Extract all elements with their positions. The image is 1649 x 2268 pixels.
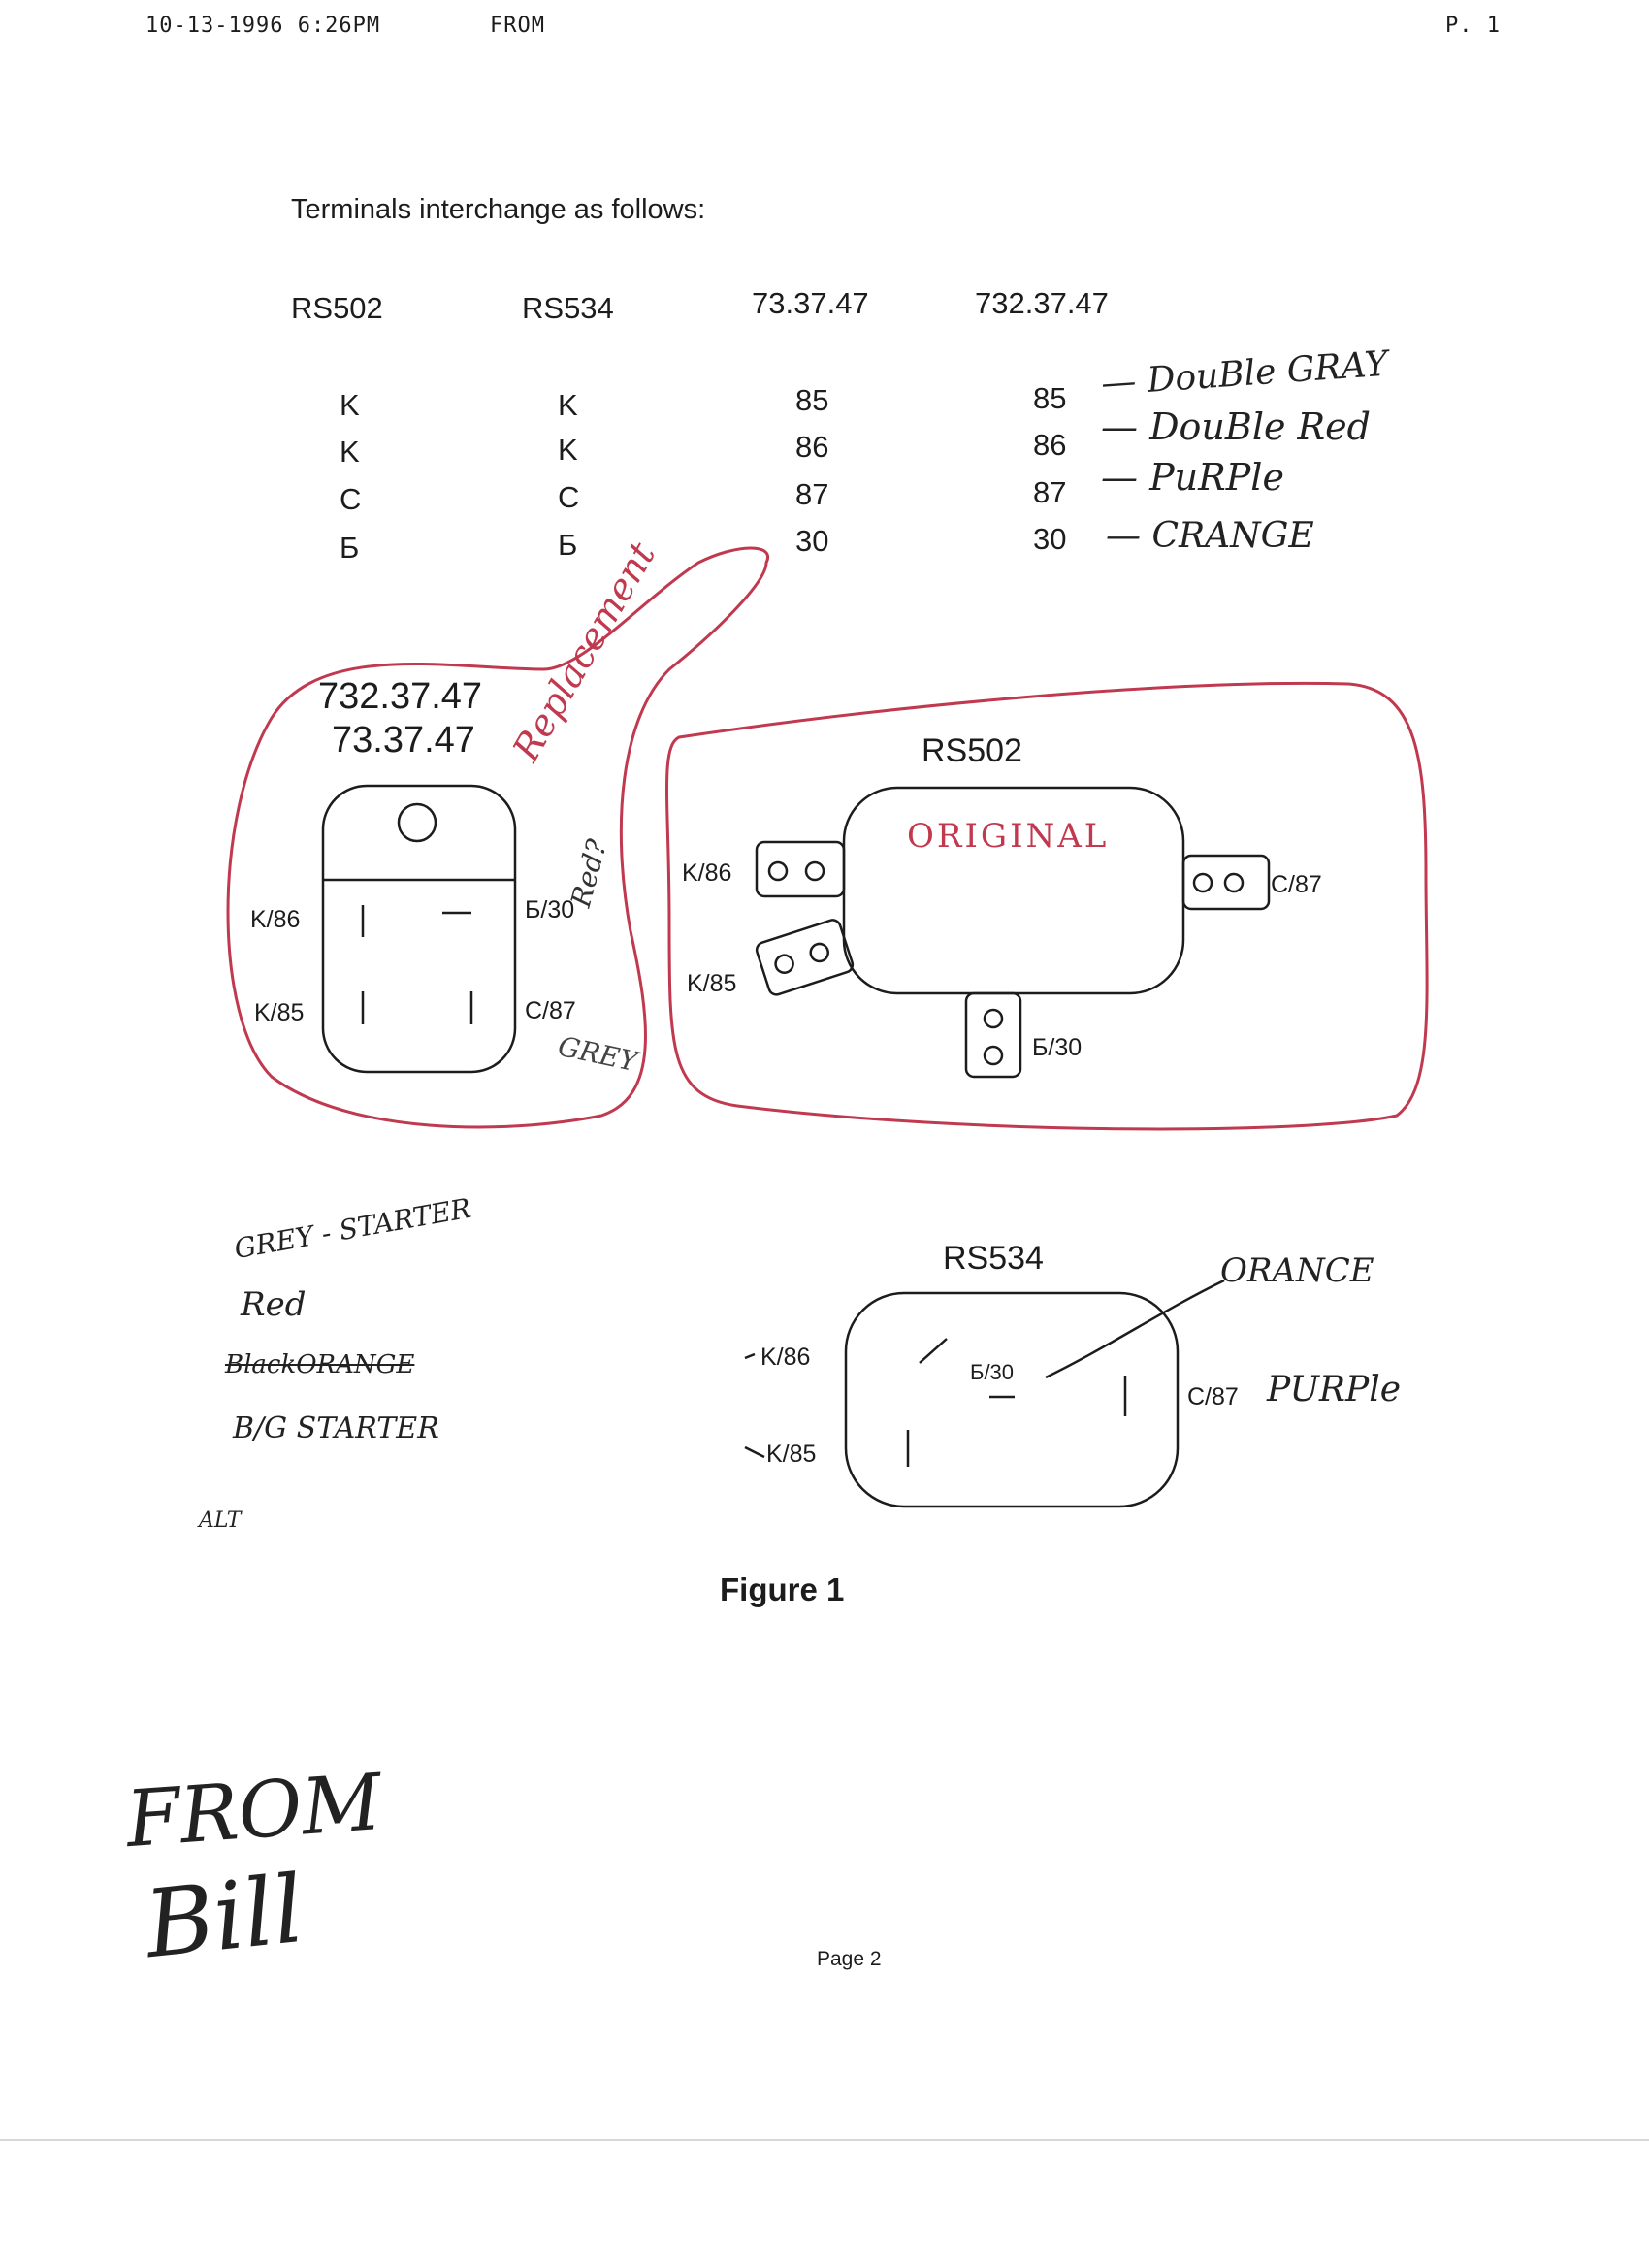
cell: 86 (1033, 428, 1067, 462)
figure-caption: Figure 1 (720, 1571, 845, 1607)
pin-label-k86: K/86 (760, 1344, 811, 1371)
side-note: Red (241, 1285, 307, 1324)
rs502-title: RS502 (922, 732, 1022, 769)
replacement-title-2: 73.37.47 (332, 720, 475, 761)
rs534-title: RS534 (943, 1240, 1044, 1277)
handwritten-note: — CRANGE (1106, 516, 1314, 556)
cell: K (558, 388, 578, 422)
fax-from: FROM (490, 14, 545, 38)
pin-label-b30: Б/30 (970, 1360, 1015, 1384)
col-header-rs534: RS534 (522, 291, 614, 325)
replacement-circle (226, 546, 770, 1129)
original-box (665, 681, 1429, 1131)
cell: 30 (1033, 522, 1067, 556)
handwritten-note: — DouBle Red (1101, 405, 1371, 448)
note-orange: ORANCE (1220, 1251, 1374, 1290)
original-annotation: ORIGINAL (907, 817, 1110, 856)
cell: 30 (795, 524, 829, 558)
rs502-relay (755, 786, 1271, 1079)
cell: Б (558, 528, 578, 562)
cell: K (340, 388, 360, 422)
replacement-relay (321, 784, 517, 1074)
cell: 87 (1033, 475, 1067, 509)
col-header-73237: 732.37.47 (975, 286, 1109, 320)
note-purple: PURPle (1267, 1370, 1402, 1409)
col-header-7337: 73.37.47 (752, 286, 869, 320)
cell: K (558, 433, 578, 467)
pin-label-b30: Б/30 (1032, 1034, 1083, 1061)
cell: 85 (1033, 381, 1067, 415)
pin-label-k85: K/85 (766, 1441, 817, 1468)
pin-label-k86: K/86 (250, 906, 301, 933)
cell: K (340, 435, 360, 469)
side-note: BlackORANGE (225, 1350, 415, 1379)
pin-label-k86: K/86 (682, 859, 732, 887)
pin-label-c87: C/87 (525, 997, 576, 1024)
cell: 87 (795, 477, 829, 511)
col-header-rs502: RS502 (291, 291, 383, 325)
scan-edge-divider (0, 2139, 1649, 2141)
replacement-title-1: 732.37.47 (318, 676, 483, 717)
pin-label-k85: K/85 (687, 970, 737, 997)
cell: C (558, 480, 580, 514)
rs534-relay (744, 1279, 1225, 1508)
pin-label-b30: Б/30 (525, 896, 575, 923)
signature-from: FROM (123, 1756, 385, 1865)
cell: C (340, 482, 362, 516)
handwritten-note: — PuRPle (1101, 456, 1284, 499)
page-heading: Terminals interchange as follows: (291, 194, 706, 225)
pin-label-c87: C/87 (1187, 1383, 1239, 1410)
pin-label-c87: C/87 (1271, 871, 1322, 898)
page-footer: Page 2 (817, 1948, 882, 1970)
side-note: B/G STARTER (233, 1411, 439, 1445)
side-note: ALT (199, 1508, 242, 1533)
pin-label-k85: K/85 (254, 999, 305, 1026)
cell: 86 (795, 430, 829, 464)
cell: 85 (795, 383, 829, 417)
signature-name: Bill (140, 1854, 309, 1980)
cell: Б (340, 531, 360, 565)
fax-page: P. 1 (1445, 14, 1501, 38)
fax-datetime: 10-13-1996 6:26PM (146, 14, 381, 38)
